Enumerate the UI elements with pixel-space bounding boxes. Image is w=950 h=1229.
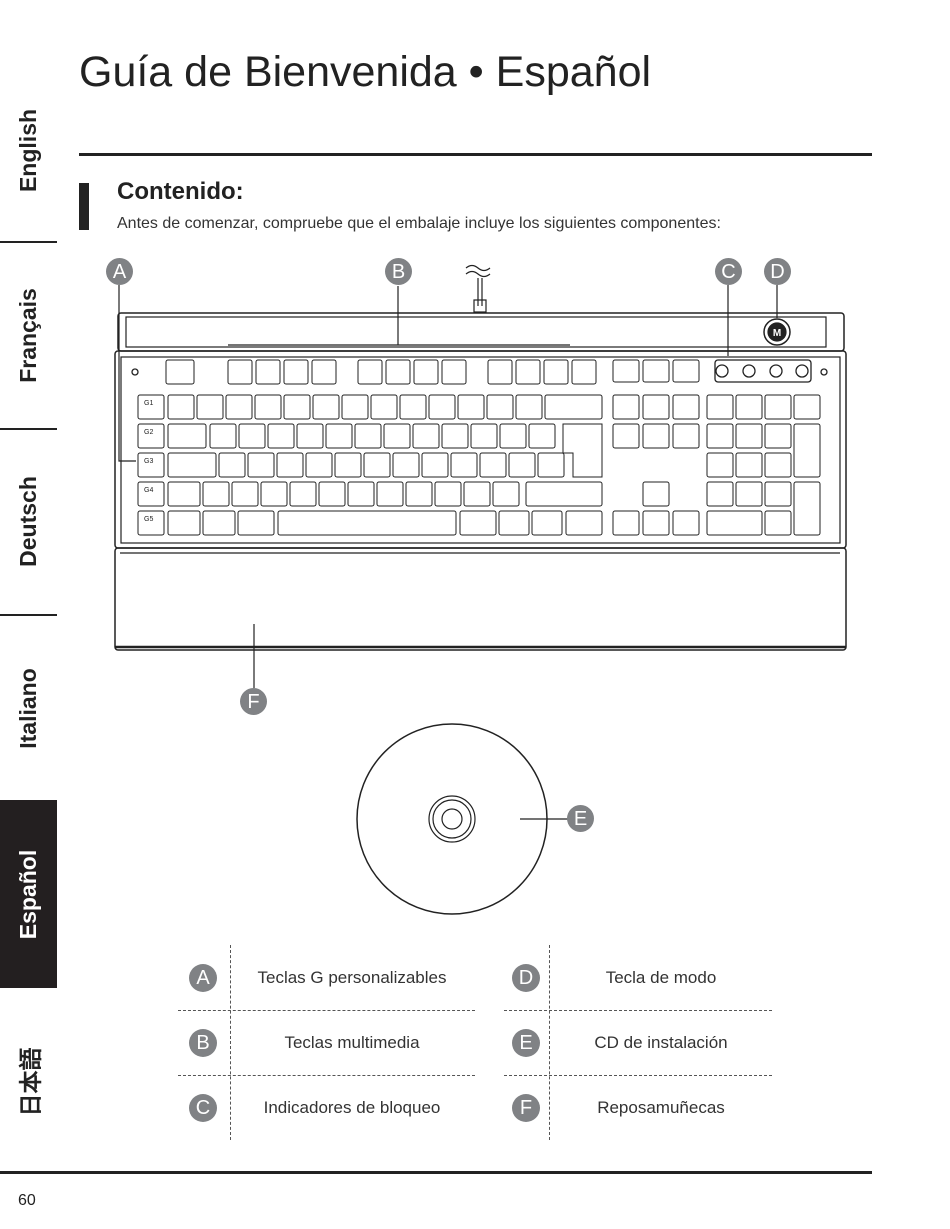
sidebar-tab-label: English — [15, 108, 41, 192]
callout-f: F — [240, 688, 267, 715]
legend-divider — [178, 1010, 475, 1011]
page-number: 60 — [18, 1192, 36, 1209]
callout-c: C — [715, 258, 742, 285]
svg-text:G3: G3 — [144, 458, 153, 465]
callout-a: A — [106, 258, 133, 285]
sidebar-tab-english[interactable]: English — [0, 60, 57, 240]
sidebar-divider — [0, 241, 57, 243]
legend-divider — [549, 945, 550, 1140]
legend-item-text: Teclas G personalizables — [257, 968, 447, 987]
svg-text:G1: G1 — [144, 400, 153, 407]
sidebar-tab-japanese[interactable]: 日本語 — [0, 990, 57, 1174]
cd-illustration — [356, 723, 568, 915]
header-rule — [79, 153, 872, 156]
section-description: Antes de comenzar, compruebe que el emba… — [117, 215, 721, 232]
legend-divider — [230, 945, 231, 1140]
legend-badge: E — [512, 1029, 540, 1057]
legend-item-text: CD de instalación — [594, 1033, 728, 1052]
sidebar-divider — [0, 428, 57, 430]
legend-item-text: Reposamuñecas — [597, 1098, 725, 1117]
section-title: Contenido: — [117, 178, 244, 205]
cable-icon — [465, 264, 491, 272]
mode-key-icon: M — [773, 328, 781, 339]
page-title: Guía de Bienvenida • Español — [79, 48, 652, 96]
legend-divider — [504, 1010, 772, 1011]
svg-text:G5: G5 — [144, 516, 153, 523]
legend-item-text: Indicadores de bloqueo — [263, 1098, 441, 1117]
callout-e: E — [567, 805, 594, 832]
legend-badge: F — [512, 1094, 540, 1122]
legend-badge: B — [189, 1029, 217, 1057]
sidebar-tab-espanol[interactable]: Español — [0, 800, 57, 988]
legend-divider — [178, 1075, 475, 1076]
legend-badge: C — [189, 1094, 217, 1122]
legend-item-text: Tecla de modo — [605, 968, 717, 987]
legend-badge: D — [512, 964, 540, 992]
sidebar-tab-label: Español — [15, 849, 41, 939]
legend-divider — [504, 1075, 772, 1076]
legend-badge: A — [189, 964, 217, 992]
svg-text:G4: G4 — [144, 487, 153, 494]
callout-d: D — [764, 258, 791, 285]
svg-text:G2: G2 — [144, 429, 153, 436]
sidebar-tab-label: 日本語 — [17, 1047, 44, 1117]
sidebar-divider — [0, 614, 57, 616]
footer-rule — [0, 1171, 872, 1174]
legend-item-text: Teclas multimedia — [284, 1033, 420, 1052]
section-marker — [79, 183, 89, 230]
callout-b: B — [385, 258, 412, 285]
cd-icon — [356, 723, 548, 915]
